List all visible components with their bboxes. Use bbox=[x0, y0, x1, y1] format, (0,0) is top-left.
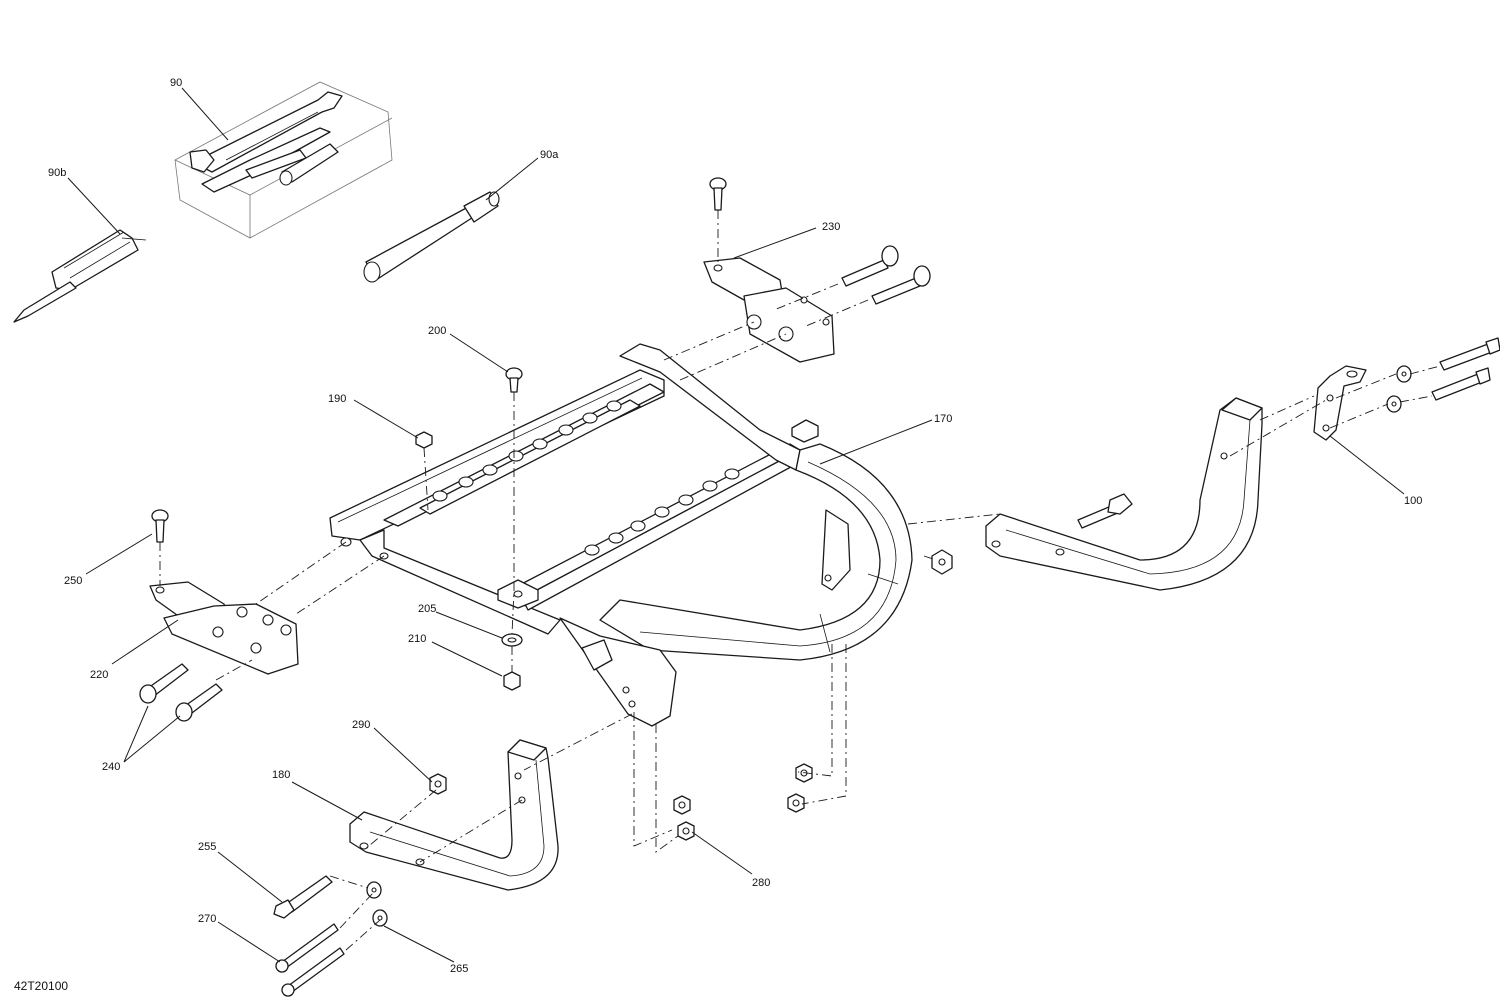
main-frame bbox=[329, 343, 913, 727]
callout-230: 230 bbox=[822, 221, 840, 233]
screw-230 bbox=[709, 177, 727, 211]
washer-205 bbox=[501, 633, 523, 647]
pliers-icon bbox=[201, 127, 331, 193]
bolt-240-lower bbox=[175, 683, 223, 722]
step-bar-left bbox=[349, 739, 559, 891]
callout-220: 220 bbox=[90, 669, 108, 681]
step-bar-right bbox=[985, 397, 1263, 591]
callout-190: 190 bbox=[328, 393, 346, 405]
mount-bracket-front bbox=[149, 581, 299, 675]
bolt-pin-upper bbox=[841, 245, 899, 287]
callout-leaders bbox=[67, 87, 1405, 963]
washer-100-lower bbox=[1386, 395, 1402, 413]
nut-280-d bbox=[787, 793, 805, 813]
assembly-centerlines bbox=[159, 210, 1441, 951]
bolt-right-step bbox=[1077, 493, 1133, 529]
nut-280-b bbox=[677, 821, 695, 841]
callout-205: 205 bbox=[418, 603, 436, 615]
callout-290: 290 bbox=[352, 719, 370, 731]
bolt-pin-lower bbox=[871, 265, 931, 305]
callout-240: 240 bbox=[102, 761, 120, 773]
wrench-icon bbox=[189, 91, 343, 173]
callout-265: 265 bbox=[450, 963, 468, 975]
spark-plug-wrench-icon bbox=[363, 191, 500, 283]
tool-kit-pouch bbox=[174, 81, 393, 239]
bracket-100 bbox=[1313, 365, 1367, 441]
callout-255: 255 bbox=[198, 841, 216, 853]
bolt-255 bbox=[273, 875, 333, 919]
drawing-number: 42T20100 bbox=[14, 979, 68, 993]
callout-270: 270 bbox=[198, 913, 216, 925]
callout-90a: 90a bbox=[540, 149, 559, 161]
washer-265-lower bbox=[372, 909, 388, 927]
mount-bracket-rear bbox=[703, 257, 835, 363]
callout-90: 90 bbox=[170, 77, 182, 89]
nut-right-frame bbox=[931, 549, 953, 575]
callout-170: 170 bbox=[934, 413, 952, 425]
socket-tool-icon bbox=[279, 143, 339, 186]
bolt-100-lower bbox=[1431, 367, 1491, 401]
nut-190 bbox=[415, 431, 433, 449]
nut-290 bbox=[429, 773, 447, 795]
callout-200: 200 bbox=[428, 325, 446, 337]
screwdriver-icon bbox=[13, 229, 147, 323]
screw-250 bbox=[151, 509, 169, 543]
callout-90b: 90b bbox=[48, 167, 66, 179]
washer-265-upper bbox=[366, 881, 382, 899]
callout-100: 100 bbox=[1404, 495, 1422, 507]
callout-210: 210 bbox=[408, 633, 426, 645]
bolt-100-upper bbox=[1439, 337, 1500, 371]
nut-210 bbox=[503, 671, 521, 691]
screw-200 bbox=[505, 367, 523, 393]
bolt-240-upper bbox=[139, 663, 189, 704]
callout-250: 250 bbox=[64, 575, 82, 587]
washer-100-upper bbox=[1396, 365, 1412, 383]
bolt-270-lower bbox=[281, 947, 345, 997]
bolt-270-upper bbox=[275, 923, 339, 973]
callout-180: 180 bbox=[272, 769, 290, 781]
callout-labels: 90 90a 90b 230 200 190 170 100 250 205 2… bbox=[48, 77, 1422, 975]
callout-280: 280 bbox=[752, 877, 770, 889]
nut-280-a bbox=[673, 795, 691, 815]
